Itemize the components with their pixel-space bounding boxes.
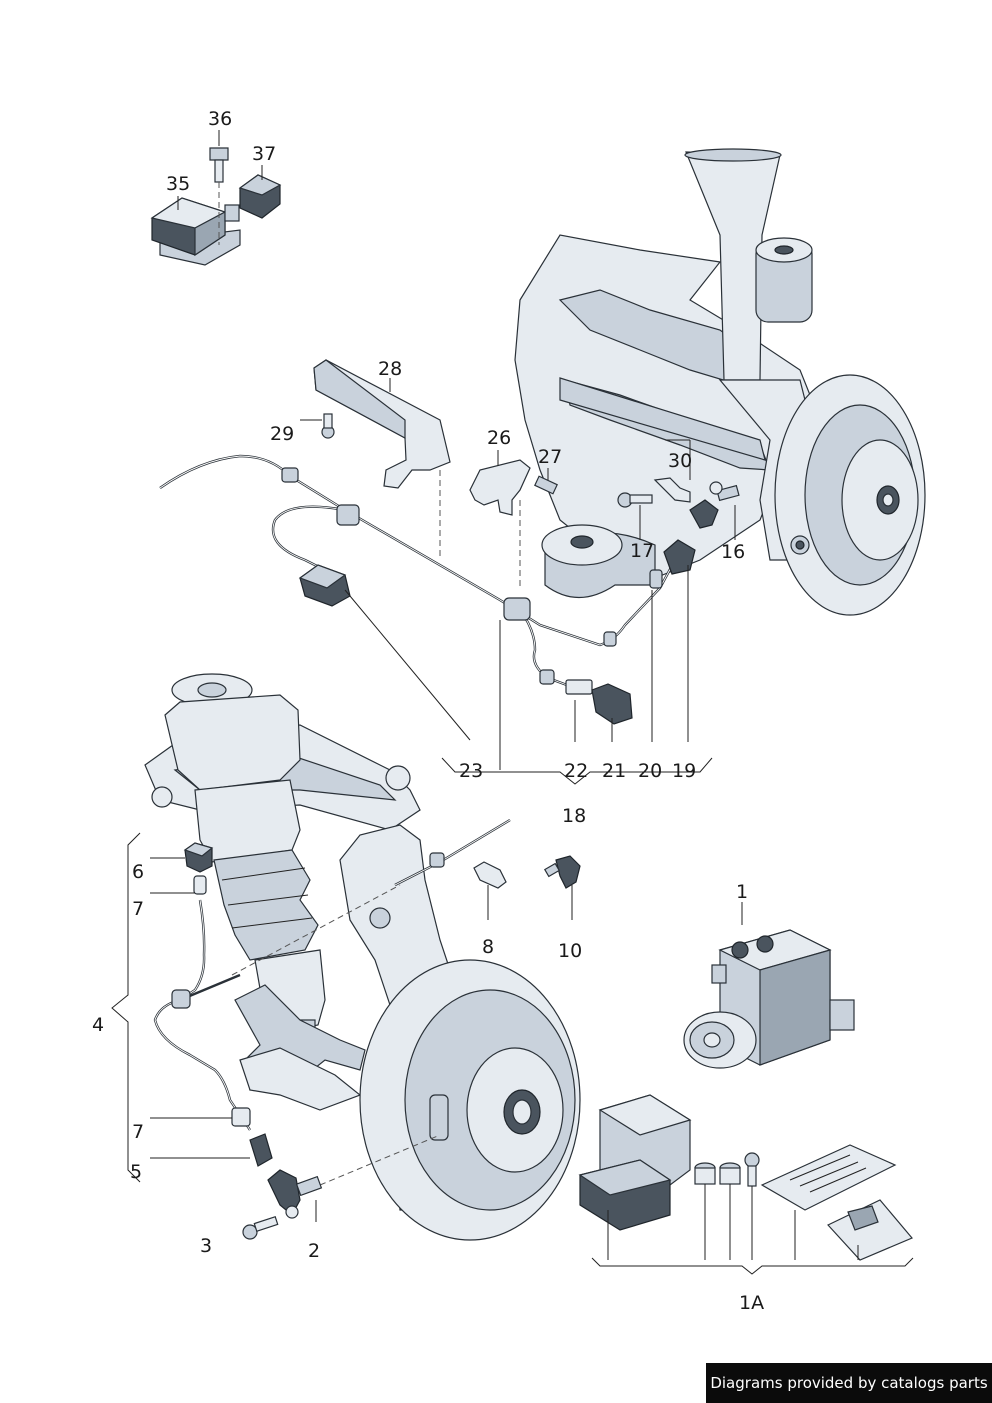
grease-packet-1A <box>827 1199 913 1261</box>
sensor-10 <box>543 855 581 889</box>
bolt-27 <box>534 475 558 495</box>
speed-sensor-16 <box>689 481 740 529</box>
lower-suspension-assembly <box>144 673 581 1241</box>
label-35: 35 <box>166 173 190 195</box>
speed-sensor-2 <box>267 1169 323 1219</box>
connector-37 <box>238 174 282 219</box>
label-6: 6 <box>132 861 144 883</box>
clip-8 <box>473 861 507 889</box>
label-29: 29 <box>270 423 294 445</box>
label-20: 20 <box>638 760 662 782</box>
upper-suspension-assembly <box>514 148 926 616</box>
label-1: 1 <box>736 881 748 903</box>
label-3: 3 <box>200 1235 212 1257</box>
clip-26 <box>469 459 531 516</box>
label-22: 22 <box>564 760 588 782</box>
leader-lines <box>111 130 914 1275</box>
label-18: 18 <box>562 805 586 827</box>
label-7-upper: 7 <box>132 898 144 920</box>
wiring-harness-18 <box>159 454 696 725</box>
label-2: 2 <box>308 1240 320 1262</box>
label-1A: 1A <box>739 1292 764 1314</box>
bolt-1A <box>744 1152 760 1187</box>
label-10: 10 <box>558 940 582 962</box>
abs-unit-1 <box>683 929 855 1069</box>
instruction-sheet-1A <box>760 1144 897 1211</box>
label-4: 4 <box>92 1014 104 1036</box>
sensor-module-35 <box>150 197 241 266</box>
label-28: 28 <box>378 358 402 380</box>
label-21: 21 <box>602 760 626 782</box>
bolt-29 <box>321 413 335 439</box>
label-17: 17 <box>630 540 654 562</box>
label-30: 30 <box>668 450 692 472</box>
plug-1A-b <box>719 1162 741 1185</box>
bolt-3 <box>242 1216 279 1240</box>
plug-1A-a <box>694 1162 716 1185</box>
label-8: 8 <box>482 936 494 958</box>
callout-labels: 36 37 35 28 29 26 27 30 17 16 23 22 21 2… <box>92 108 764 1314</box>
label-37: 37 <box>252 143 276 165</box>
bolt-36 <box>209 147 229 183</box>
bracket-28 <box>313 359 451 489</box>
label-23: 23 <box>459 760 483 782</box>
label-27: 27 <box>538 446 562 468</box>
watermark-banner: Diagrams provided by catalogs parts <box>706 1363 992 1403</box>
label-36: 36 <box>208 108 232 130</box>
label-19: 19 <box>672 760 696 782</box>
label-16: 16 <box>721 541 745 563</box>
label-26: 26 <box>487 427 511 449</box>
bolt-17 <box>617 492 653 508</box>
wiring-harness-4 <box>153 818 511 1167</box>
label-5: 5 <box>130 1161 142 1183</box>
clip-30 <box>653 477 691 503</box>
control-unit-1A <box>578 1094 692 1231</box>
label-7-lower: 7 <box>132 1121 144 1143</box>
